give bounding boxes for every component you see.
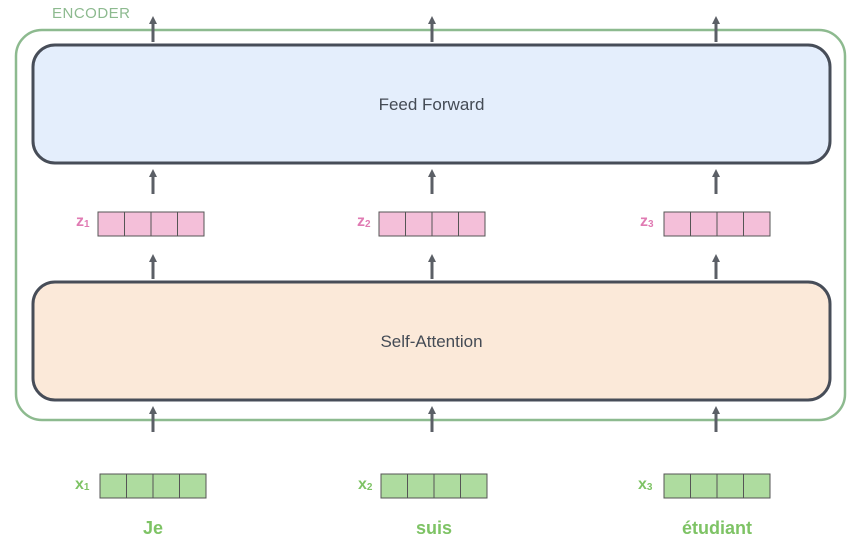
x2-vector [380,473,488,499]
self-attention-label: Self-Attention [380,332,483,351]
self-attention-block [31,280,832,402]
word-suis: suis [415,518,453,538]
z3-vector [663,211,771,237]
encoder-label: ENCODER [52,5,131,22]
x3-vector-cell-2 [690,473,718,499]
x2-vector-cell-1 [380,473,408,499]
z3-vector-cell-4 [743,211,771,237]
x3-vector-cell-1 [663,473,691,499]
x3-vector [663,473,771,499]
feed-forward-label: Feed Forward [378,95,485,114]
z2-vector-cell-4 [458,211,486,237]
x1-vector-cell-4 [179,473,207,499]
z3-label: z3 [640,213,654,230]
z3-vector-cell-2 [690,211,718,237]
z2-vector-cell-3 [431,211,459,237]
x3-vector-cell-4 [743,473,771,499]
x3-label: x3 [638,476,653,493]
z1-vector-cell-1 [97,211,125,237]
x2-vector-cell-2 [407,473,435,499]
z1-vector-cell-2 [124,211,152,237]
vectors [97,211,771,499]
word-je: Je [142,518,164,538]
z2-label: z2 [357,213,371,230]
z3-vector-cell-1 [663,211,691,237]
x1-vector-cell-1 [99,473,127,499]
x1-label: x1 [75,476,90,493]
z3-vector-cell-3 [716,211,744,237]
z1-vector-cell-4 [177,211,205,237]
arrows [149,16,720,432]
x2-vector-cell-4 [460,473,488,499]
x1-vector-cell-3 [152,473,180,499]
z1-label: z1 [76,213,90,230]
word-etudiant: étudiant [682,518,752,538]
x1-vector-cell-2 [126,473,154,499]
feed-forward-block [31,43,832,165]
z2-vector-cell-2 [405,211,433,237]
x1-vector [99,473,207,499]
z2-vector [378,211,486,237]
z2-vector-cell-1 [378,211,406,237]
x2-label: x2 [358,476,373,493]
x3-vector-cell-3 [716,473,744,499]
z1-vector-cell-3 [150,211,178,237]
z1-vector [97,211,205,237]
x2-vector-cell-3 [433,473,461,499]
